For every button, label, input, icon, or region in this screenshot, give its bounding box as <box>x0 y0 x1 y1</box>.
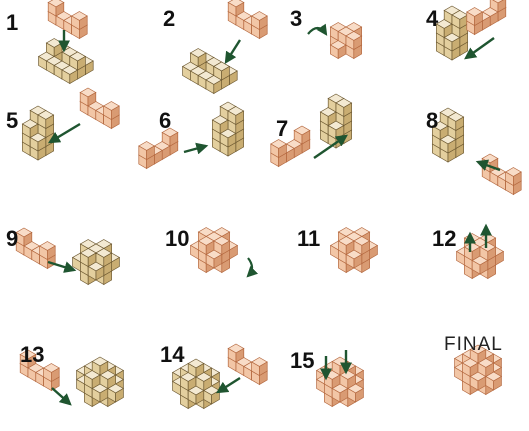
step-1-number: 1 <box>6 12 18 34</box>
step-5-piece <box>80 88 119 129</box>
step-2-arrow <box>226 40 240 62</box>
step-8-number: 8 <box>426 110 438 132</box>
step-4-assembly <box>436 6 467 60</box>
step-1-piece <box>48 0 87 39</box>
step-7-number: 7 <box>276 118 288 140</box>
step-3-rotate-arrow <box>308 28 326 34</box>
step-14-number: 14 <box>160 344 184 366</box>
step-9-assembly <box>73 240 120 285</box>
step-6-arrow <box>184 146 206 152</box>
step-11-number: 11 <box>297 228 320 250</box>
step-3-assembly <box>330 23 361 59</box>
final-label: FINAL <box>444 335 503 354</box>
step-10-number: 10 <box>165 228 189 250</box>
step-14-arrow <box>218 378 240 392</box>
step-4-arrow <box>466 38 494 58</box>
step-5-number: 5 <box>6 110 18 132</box>
step-6-piece <box>139 128 178 169</box>
step-15-number: 15 <box>290 350 314 372</box>
step-11-assembly <box>331 228 378 273</box>
step-12-assembly <box>457 234 504 279</box>
step-10-assembly <box>191 228 238 273</box>
step-1-base <box>39 39 94 84</box>
step-8-piece <box>482 154 521 195</box>
step-13-assembly <box>77 357 124 407</box>
step-4-number: 4 <box>426 8 438 30</box>
step-6-number: 6 <box>159 110 171 132</box>
step-13-arrow <box>52 388 70 404</box>
step-10-rotate-arrow <box>248 258 252 276</box>
step-4-piece <box>467 0 506 35</box>
step-2-number: 2 <box>163 8 175 30</box>
step-15-assembly <box>317 357 364 407</box>
step-7-assembly <box>320 94 351 148</box>
step-3-number: 3 <box>290 8 302 30</box>
step-5-assembly <box>22 106 53 160</box>
step-2-piece <box>228 0 267 39</box>
step-5-arrow <box>50 124 80 142</box>
step-13-number: 13 <box>20 344 44 366</box>
step-9-number: 9 <box>6 228 18 250</box>
step-6-assembly <box>212 102 243 156</box>
step-14-piece <box>228 344 267 385</box>
step-12-number: 12 <box>432 228 456 250</box>
